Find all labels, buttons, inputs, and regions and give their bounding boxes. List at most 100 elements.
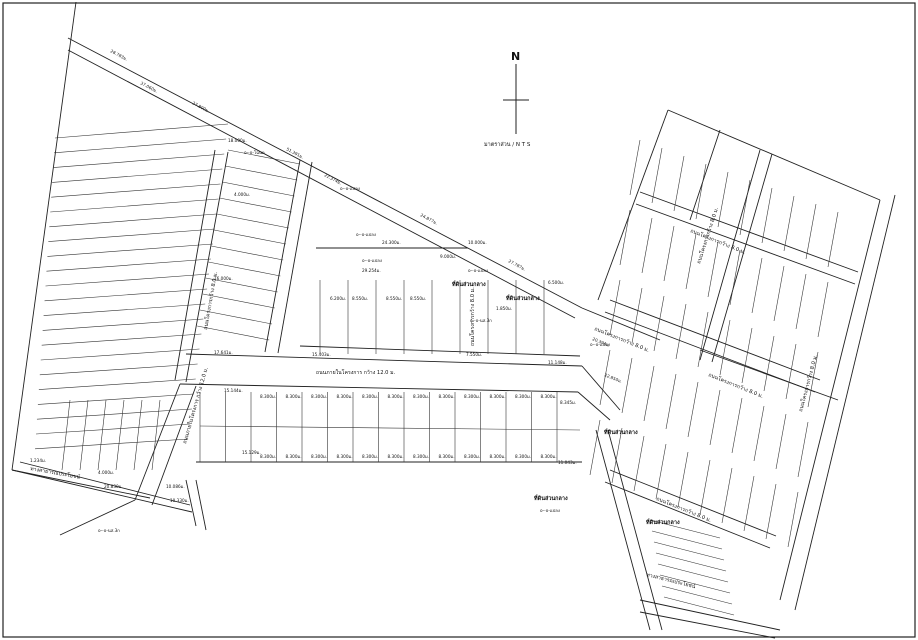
lot-line (751, 257, 763, 314)
lot-line (707, 241, 719, 298)
dim-label: 24.300ม. (382, 240, 401, 245)
lot-width-label: 8.300ม. (515, 394, 531, 399)
dim-label: 7.550ม. (466, 352, 482, 357)
lot-line (49, 213, 217, 228)
lot-line (213, 229, 287, 245)
lot-line (663, 596, 735, 616)
lot-line (629, 139, 641, 196)
lot-line (651, 147, 663, 204)
dim-label: 11.148ม. (548, 360, 567, 365)
lot-width-label: 8.300ม. (337, 454, 353, 459)
plot-mark: o--o-นส.3ก (98, 528, 120, 533)
lot-line (35, 423, 191, 435)
right-road-4-label: ถนนโครงการกว้าง 8.0 ม. (707, 371, 764, 400)
dim-label: 10.330ม. (170, 498, 189, 503)
lot-width-label: 8.300ม. (286, 454, 302, 459)
lot-line (35, 438, 189, 450)
plot-mark: o--o-แปลง (468, 268, 488, 273)
lot-line (227, 149, 301, 165)
lot-line (721, 467, 733, 524)
dim-label: 15.129ม. (242, 450, 261, 455)
lot-line (643, 365, 655, 422)
lot-line (695, 163, 707, 220)
lot-width-label: 8.300ม. (515, 454, 531, 459)
lot-line (199, 309, 273, 325)
north-arrow: N มาตราส่วน / N T S (484, 50, 531, 148)
lot-line (785, 343, 797, 400)
lot-line (39, 363, 198, 376)
dim-label: 6.500ม. (548, 280, 564, 285)
lot-line (677, 451, 689, 508)
dim-label: 16.000ม. (214, 276, 233, 281)
lot-line (741, 327, 753, 384)
north-letter: N (511, 50, 520, 63)
lot-line (61, 399, 71, 471)
dim-label: 8.550ม. (352, 296, 368, 301)
lot-line (775, 413, 787, 470)
common-land-label-5: ที่ดินส่วนกลาง (646, 518, 680, 526)
lot-width-label: 8.300ม. (286, 394, 302, 399)
lot-width-label: 8.300ม. (311, 394, 327, 399)
lot-line (611, 427, 623, 484)
lot-line (817, 281, 829, 338)
lot-line (197, 325, 270, 341)
lot-line (655, 443, 667, 500)
dim-label: 8.550ม. (410, 296, 426, 301)
lot-line (653, 295, 665, 352)
lot-width-label: 8.300ม. (413, 454, 429, 459)
lot-width-label: 8.300ม. (541, 394, 557, 399)
lot-line (599, 349, 611, 406)
lot-line (665, 373, 677, 430)
lot-line (673, 155, 685, 212)
dim-label: 17.641ม. (214, 350, 233, 355)
lot-line (685, 233, 697, 290)
lot-line (609, 279, 621, 336)
lot-line (219, 197, 292, 213)
lot-line (205, 277, 278, 293)
lot-width-label: 8.300ม. (362, 394, 378, 399)
dim-label: 27.800ม. (192, 100, 211, 113)
dim-label: 37.060ม. (140, 80, 159, 93)
dim-label: 10.086ม. (166, 484, 185, 489)
lot-line (133, 399, 143, 471)
lot-line (783, 195, 795, 252)
lot-line (208, 261, 281, 277)
lot-width-label: 8.300ม. (439, 454, 455, 459)
lot-line (827, 211, 839, 268)
lot-line (743, 475, 755, 532)
lot-line (699, 459, 711, 516)
lot-line (631, 287, 643, 344)
lot-line (719, 319, 731, 376)
lot-line (199, 425, 581, 431)
plot-markers: o--o-แปลง o--o-โฉนด o--o-แปลง o--o-แปลง … (98, 150, 610, 533)
road-network (11, 1, 896, 639)
lot-line (47, 243, 213, 257)
dim-label: 18.000ม. (228, 138, 247, 143)
lot-line (589, 419, 601, 476)
lot-line (717, 171, 729, 228)
lot-line (675, 303, 687, 360)
lot-line (41, 333, 202, 346)
common-land-label-1: ที่ดินส่วนกลาง (452, 280, 486, 288)
dim-label: 29.254ม. (362, 268, 381, 273)
lot-line (697, 311, 709, 368)
lot-width-label: 8.300ม. (337, 394, 353, 399)
public-road-right-label: ทางสาธารณประโยชน์ (646, 571, 697, 590)
lot-line (79, 399, 89, 471)
lot-line (655, 552, 727, 572)
dim-label: 8.345ม. (560, 400, 576, 405)
lot-line (709, 389, 721, 446)
lot-line (225, 165, 298, 181)
dim-label: 1.234ม. (30, 458, 46, 463)
dim-label: 27.787ม. (508, 258, 527, 271)
dimension-labels: 28.783ม. 37.060ม. 27.800ม. 51.391ม. 22.3… (30, 48, 623, 503)
lot-line (53, 153, 225, 168)
lot-line (633, 435, 645, 492)
lot-line (45, 273, 210, 287)
dim-label: 15.403ม. (312, 352, 331, 357)
dim-label: 1.850ม. (496, 306, 512, 311)
lot-line (51, 183, 221, 198)
plot-mark: o--o-แปลง (356, 232, 376, 237)
plot-mark: o--o-แปลง (540, 508, 560, 513)
lot-line (222, 181, 295, 197)
